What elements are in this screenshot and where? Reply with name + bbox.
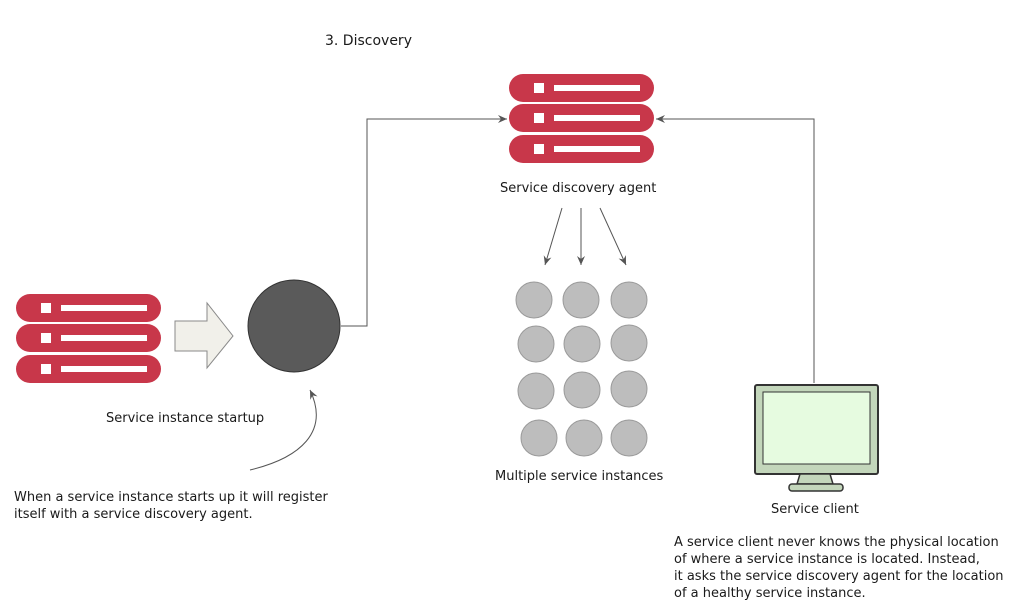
service-instance-node <box>563 325 601 363</box>
server-unit <box>16 324 161 352</box>
startup-note: When a service instance starts up it wil… <box>14 489 364 523</box>
agent-to-instances-arrow <box>543 207 563 266</box>
note-line: When a service instance starts up it wil… <box>14 490 328 505</box>
block-arrow-icon <box>174 301 234 370</box>
service-instance-node <box>610 324 648 362</box>
discovery-agent-server-icon <box>509 74 654 163</box>
service-instance-circle <box>247 279 341 373</box>
startup-label: Service instance startup <box>106 411 265 426</box>
agent-to-instances-arrow <box>599 207 627 266</box>
service-instance-node <box>565 419 603 457</box>
server-unit <box>509 74 654 102</box>
service-instance-node <box>610 370 648 408</box>
client-note: A service client never knows the physica… <box>674 534 1024 602</box>
server-unit <box>16 294 161 322</box>
client-label: Service client <box>771 502 859 517</box>
note-line: of a healthy service instance. <box>674 586 866 601</box>
service-instance-node <box>517 325 555 363</box>
note-line: of where a service instance is located. … <box>674 552 980 567</box>
register-connector <box>341 115 507 327</box>
service-instance-node <box>520 419 558 457</box>
startup-server-icon <box>16 294 161 383</box>
server-unit <box>16 355 161 383</box>
note-line: A service client never knows the physica… <box>674 535 999 550</box>
instances-label: Multiple service instances <box>495 469 664 484</box>
service-instance-node <box>562 281 600 319</box>
service-instance-node <box>515 281 553 319</box>
note-line: it asks the service discovery agent for … <box>674 569 1004 584</box>
server-unit <box>509 135 654 163</box>
service-instance-node <box>563 371 601 409</box>
note-line: itself with a service discovery agent. <box>14 507 253 522</box>
discovery-agent-label: Service discovery agent <box>500 181 657 196</box>
annotation-curved-arrow <box>249 389 318 471</box>
server-unit <box>509 104 654 132</box>
service-instance-node <box>610 419 648 457</box>
service-instances-grid <box>515 281 648 457</box>
service-instance-node <box>517 372 555 410</box>
monitor-icon <box>754 384 879 492</box>
lookup-connector <box>656 115 815 383</box>
service-instance-node <box>610 281 648 319</box>
diagram-title: 3. Discovery <box>325 33 412 49</box>
